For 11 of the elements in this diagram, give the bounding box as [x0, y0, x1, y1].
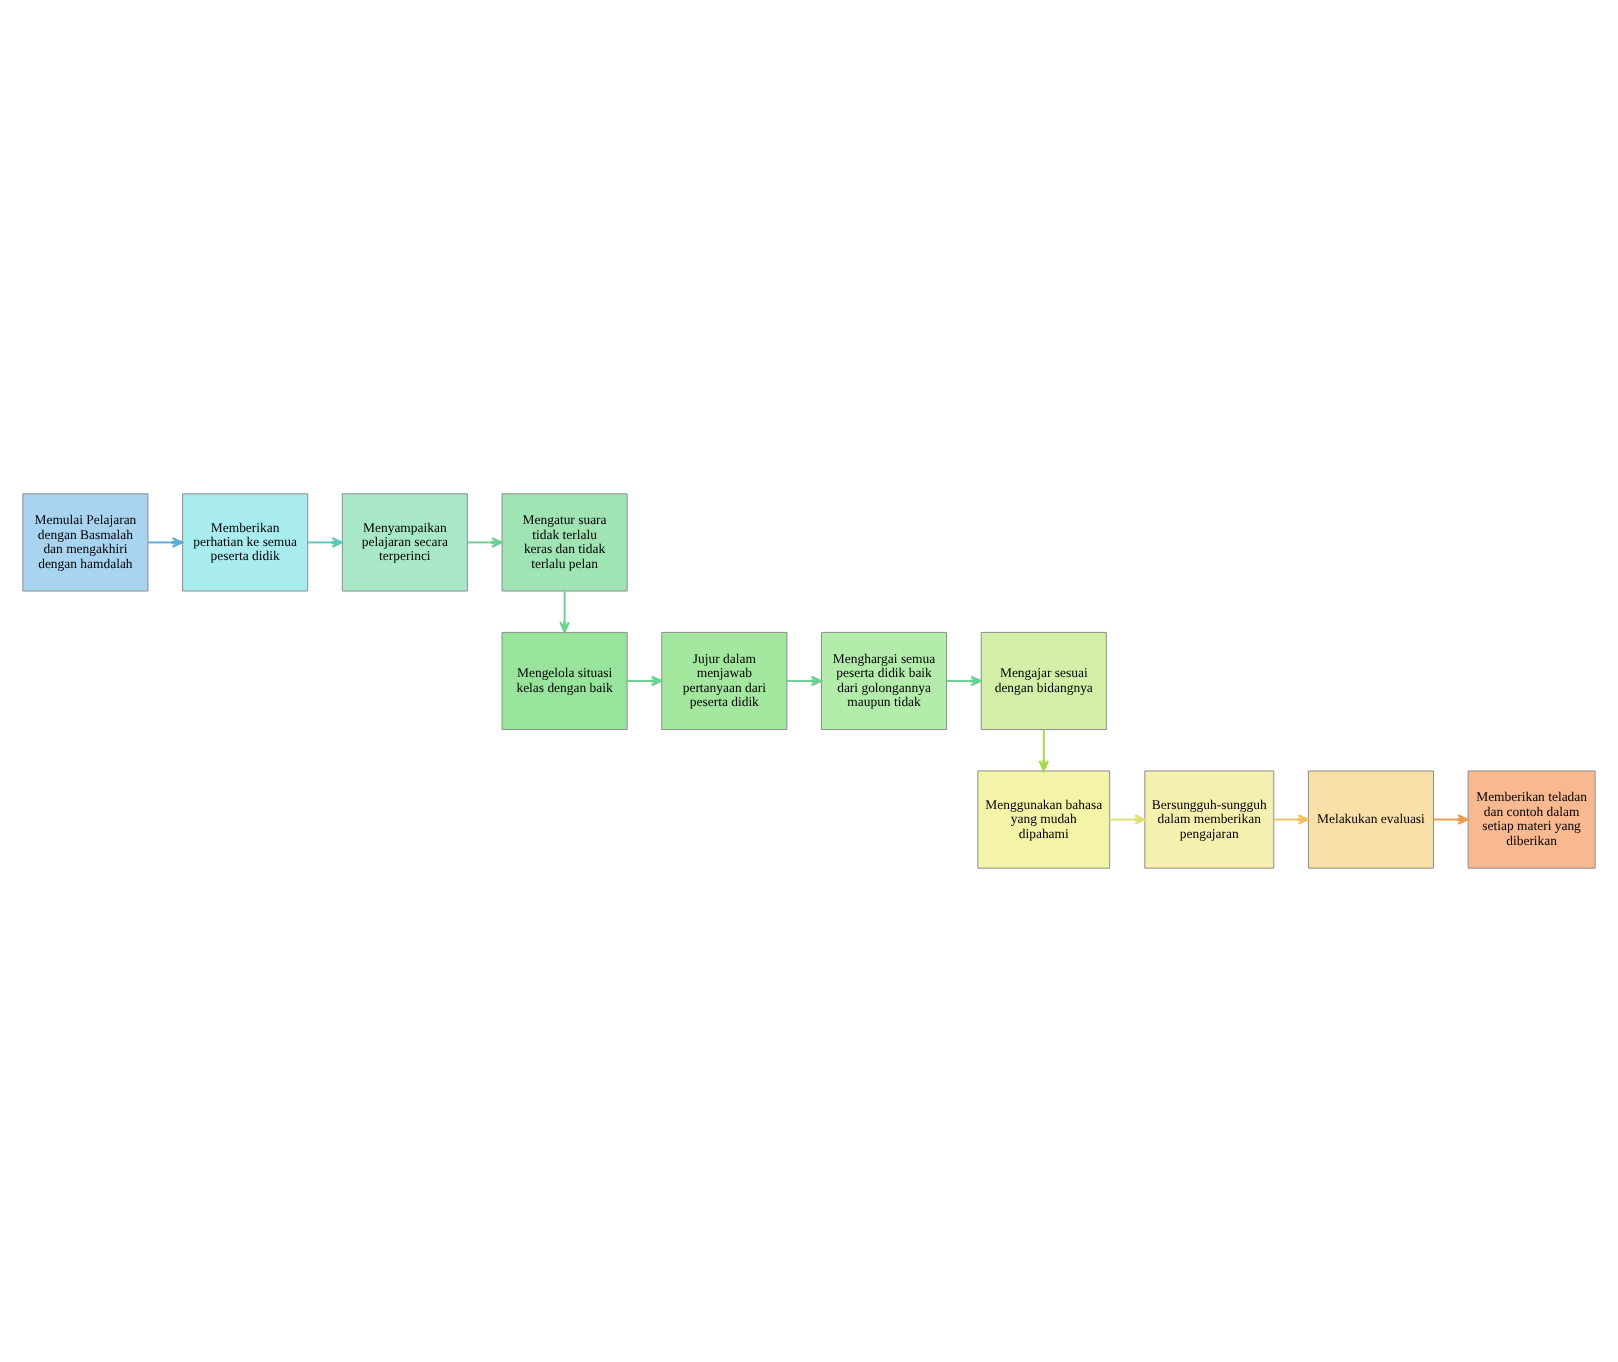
arrow: [1108, 814, 1146, 825]
arrow: [626, 675, 663, 687]
arrow: [466, 537, 503, 548]
arrow: [147, 537, 184, 548]
arrow: [786, 675, 823, 687]
arrow: [1273, 814, 1310, 825]
arrow: [1038, 728, 1050, 772]
arrow: [1432, 814, 1469, 825]
arrow: [559, 590, 570, 633]
arrow: [945, 675, 982, 687]
arrow: [306, 537, 343, 548]
